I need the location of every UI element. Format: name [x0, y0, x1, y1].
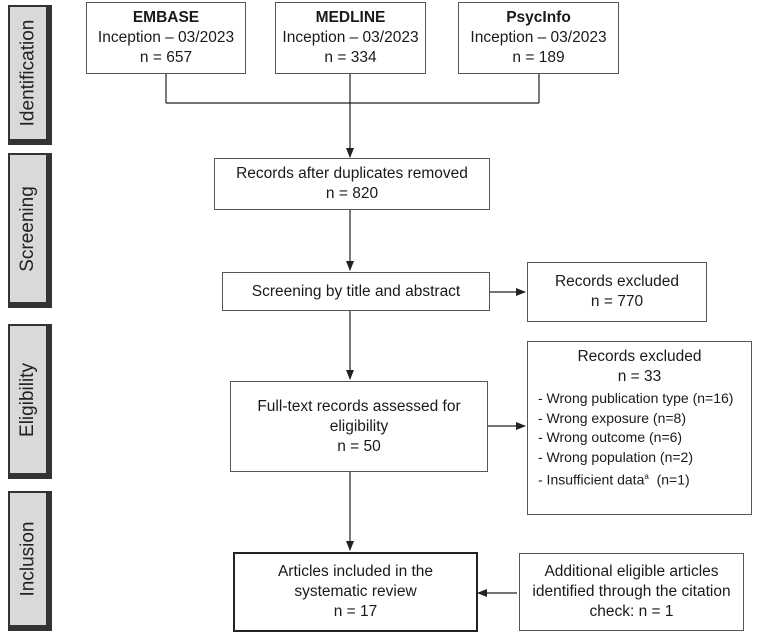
exclusion-reason: - Insufficient data — [538, 471, 645, 488]
exclusion-reason: - Wrong outcome (n=6) — [538, 429, 683, 445]
phase-identification: Identification — [8, 5, 52, 145]
source-box-embase: EMBASE Inception – 03/2023 n = 657 — [86, 2, 246, 74]
exclusion-reason-row: - Insufficient dataa (n=1) — [538, 467, 733, 490]
source-range: Inception – 03/2023 — [282, 29, 419, 46]
screen-excluded-count: n = 770 — [590, 293, 644, 310]
additional-label: Additional eligible articles identified … — [532, 563, 731, 620]
exclusion-reason-count: (n=1) — [656, 471, 690, 488]
fulltext-count: n = 50 — [337, 437, 381, 455]
fulltext-excluded-label: Records excluded — [577, 348, 702, 365]
source-count: n = 657 — [139, 49, 193, 66]
exclusion-reason: - Wrong population (n=2) — [538, 448, 693, 465]
dedup-count: n = 820 — [325, 185, 379, 202]
source-name: EMBASE — [132, 9, 200, 26]
phase-label: Screening — [17, 185, 38, 272]
included-count: n = 17 — [333, 603, 378, 620]
source-box-psycinfo: PsycInfo Inception – 03/2023 n = 189 — [458, 2, 619, 74]
fulltext-label: Full-text records assessed for eligibili… — [257, 397, 461, 435]
phase-inclusion: Inclusion — [8, 491, 52, 631]
footnote-marker: a — [644, 472, 649, 481]
source-box-medline: MEDLINE Inception – 03/2023 n = 334 — [275, 2, 426, 74]
phase-label: Eligibility — [17, 362, 39, 437]
dedup-label: Records after duplicates removed — [236, 165, 468, 182]
phase-eligibility: Eligibility — [8, 324, 52, 479]
exclusion-reason: - Wrong exposure (n=8) — [538, 409, 686, 426]
screen-excluded-label: Records excluded — [554, 273, 680, 290]
included-box: Articles included in the systematic revi… — [233, 552, 478, 632]
screening-label: Screening by title and abstract — [251, 282, 461, 300]
source-range: Inception – 03/2023 — [97, 29, 235, 46]
screening-box: Screening by title and abstract — [222, 272, 490, 311]
screen-excluded-box: Records excluded n = 770 — [527, 262, 707, 322]
fulltext-excluded-count: n = 33 — [617, 368, 662, 385]
phase-screening: Screening — [8, 153, 52, 308]
source-name: MEDLINE — [315, 9, 386, 26]
additional-box: Additional eligible articles identified … — [519, 553, 744, 631]
dedup-box: Records after duplicates removed n = 820 — [214, 158, 490, 210]
fulltext-excluded-box: Records excluded n = 33 - Wrong publicat… — [527, 341, 752, 515]
source-name: PsycInfo — [506, 9, 571, 26]
exclusion-reason: - Wrong publication type (n=16) — [538, 390, 734, 406]
source-count: n = 189 — [512, 49, 565, 66]
source-range: Inception – 03/2023 — [470, 29, 607, 46]
included-label: Articles included in the systematic revi… — [277, 563, 434, 600]
source-count: n = 334 — [324, 49, 377, 66]
fulltext-box: Full-text records assessed for eligibili… — [230, 381, 488, 472]
exclusion-reasons-list: - Wrong publication type (n=16) - Wrong … — [538, 389, 733, 490]
phase-label: Identification — [17, 19, 38, 127]
phase-label: Inclusion — [17, 521, 38, 597]
